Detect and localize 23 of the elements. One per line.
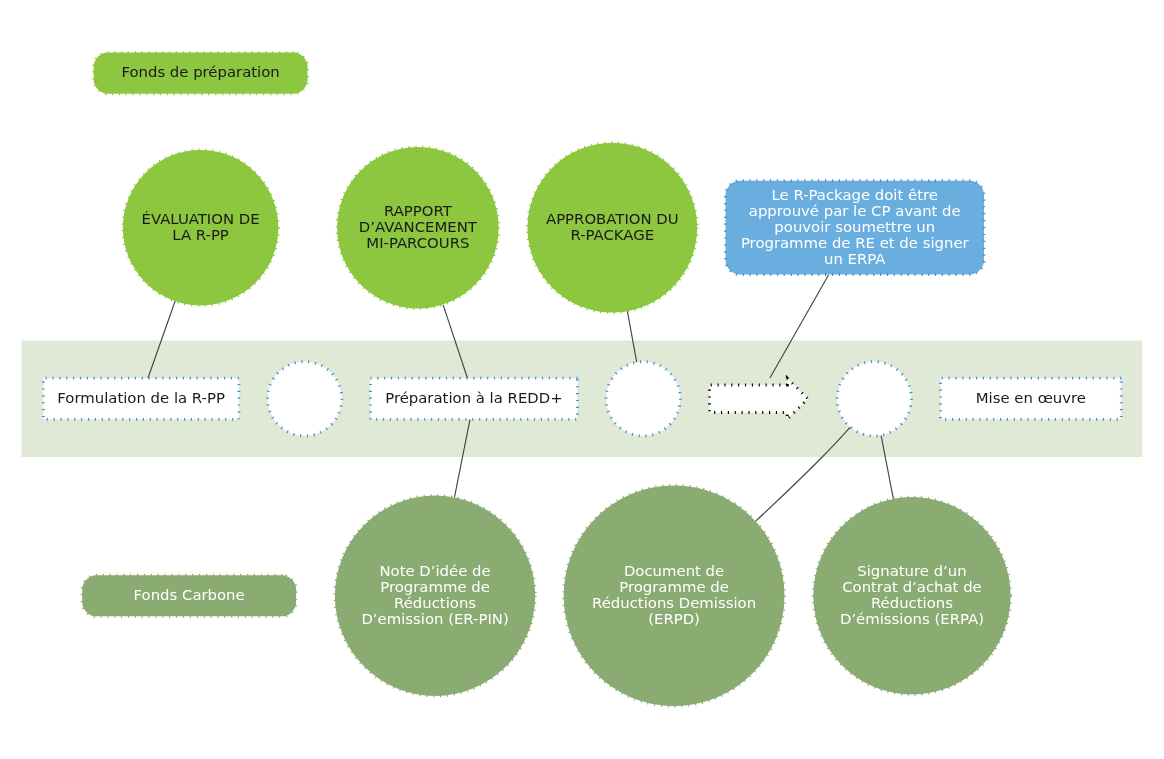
connector: [442, 304, 468, 379]
connector: [147, 300, 176, 379]
cluster: [21, 340, 1143, 458]
node-box: Fonds Carbone: [80, 573, 298, 618]
node-box: Le R-Package doit être approuvé par le CP avant de pouvoir soumettre un Programme de RE et de signer un ERPA: [724, 179, 986, 276]
connector: [769, 274, 830, 379]
node-box: Formulation de la R-PP: [41, 376, 241, 421]
node-box: Préparation à la REDD+: [369, 376, 579, 421]
node-circle: [604, 360, 682, 438]
node-circle: APPROBATION DU R-PACKAGE: [526, 141, 699, 314]
node-circle: ÉVALUATION DE LA R-PP: [121, 148, 280, 307]
connector: [453, 419, 471, 498]
node-circle: Signature d’un Contrat d’achat de Réductions D’émissions (ERPA): [811, 495, 1013, 696]
connector: [626, 310, 638, 363]
node-circle: [835, 360, 913, 438]
node-circle: Document de Programme de Réductions Demission (ERPD): [562, 483, 786, 708]
node-circle: Note D’idée de Programme de Réductions D’emission (ER-PIN): [333, 494, 537, 698]
connector: [755, 426, 851, 522]
node-box: Fonds de préparation: [92, 51, 309, 96]
connector: [880, 435, 894, 500]
node-box: Mise en œuvre: [939, 376, 1123, 421]
node-circle: RAPPORT D’AVANCEMENT MI-PARCOURS: [335, 145, 501, 310]
node-circle: [266, 360, 344, 438]
